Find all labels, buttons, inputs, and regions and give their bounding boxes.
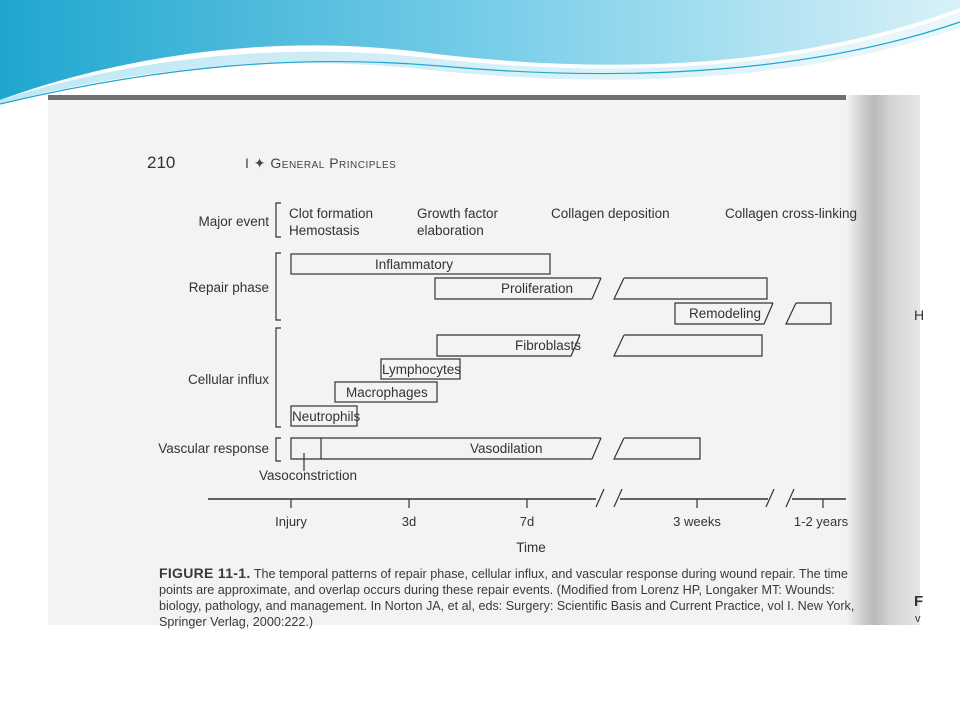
time-axis-break-1a [595,488,605,508]
event-elaboration: elaboration [417,223,484,238]
facing-page-fragment-3: v [915,613,921,625]
bracket-cellular-influx [275,327,281,428]
bracket-repair-phase [275,252,281,321]
time-axis-break-2a [765,488,775,508]
major-event-label: Major event [198,214,269,229]
vascular-response-label: Vascular response [158,441,269,456]
event-hemostasis: Hemostasis [289,223,360,238]
tick-label-7d: 7d [519,514,535,529]
figure-caption: FIGURE 11-1. The temporal patterns of re… [159,565,859,630]
proliferation-label: Proliferation [501,281,574,296]
bar-proliferation-b [613,277,768,300]
bar-remodeling-b [785,302,832,325]
tick-label-1-2-years: 1-2 years [793,514,849,529]
scanned-page: 210 I ✦ General Principles [48,95,924,629]
bar-fibroblasts-b [613,334,763,357]
page-number: 210 [147,153,176,172]
bar-fibroblasts-a [436,334,581,357]
vasodilation-label: Vasodilation [470,441,543,456]
figure-caption-label: FIGURE 11-1. [159,565,251,581]
running-head: I ✦ General Principles [245,155,397,171]
facing-page-fragment-1: H [914,307,925,323]
remodeling-label: Remodeling [689,306,762,321]
time-axis-title: Time [516,540,546,555]
inflammatory-label: Inflammatory [375,257,454,272]
figure-caption-text: The temporal patterns of repair phase, c… [159,567,855,629]
event-clot-formation: Clot formation [289,206,374,221]
bar-neutrophils [290,405,358,427]
event-collagen-deposition: Collagen deposition [551,206,670,221]
fibroblasts-label: Fibroblasts [515,338,582,353]
bar-vasodilation-a [290,437,602,460]
tick-label-injury: Injury [275,514,307,529]
facing-page-fragment-2: F [914,593,924,610]
time-axis-break-2b [785,488,795,508]
event-growth-factor: Growth factor [417,206,499,221]
bar-remodeling-a [674,302,774,325]
timeline-diagram [208,202,846,508]
macrophages-label: Macrophages [346,385,428,400]
time-axis-break-1b [613,488,623,508]
bracket-major-event [275,202,281,238]
book-gutter [846,95,920,625]
vasoconstriction-label: Vasoconstriction [259,468,358,483]
repair-phase-label: Repair phase [188,280,269,295]
bar-lymphocytes [380,358,461,380]
bar-macrophages [334,381,438,403]
bar-inflammatory [290,253,551,275]
page-top-edge [48,95,920,100]
bar-proliferation-break-a [591,277,602,300]
cellular-influx-label: Cellular influx [187,372,269,387]
bar-proliferation-a [434,277,601,300]
header-swoosh [0,0,960,105]
bar-vasodilation-b [613,437,701,460]
tick-label-3-weeks: 3 weeks [673,514,721,529]
event-collagen-cross-linking: Collagen cross-linking [725,206,858,221]
lymphocytes-label: Lymphocytes [382,362,462,377]
neutrophils-label: Neutrophils [292,409,361,424]
tick-label-3d: 3d [401,514,417,529]
bracket-vascular-response [275,437,281,462]
